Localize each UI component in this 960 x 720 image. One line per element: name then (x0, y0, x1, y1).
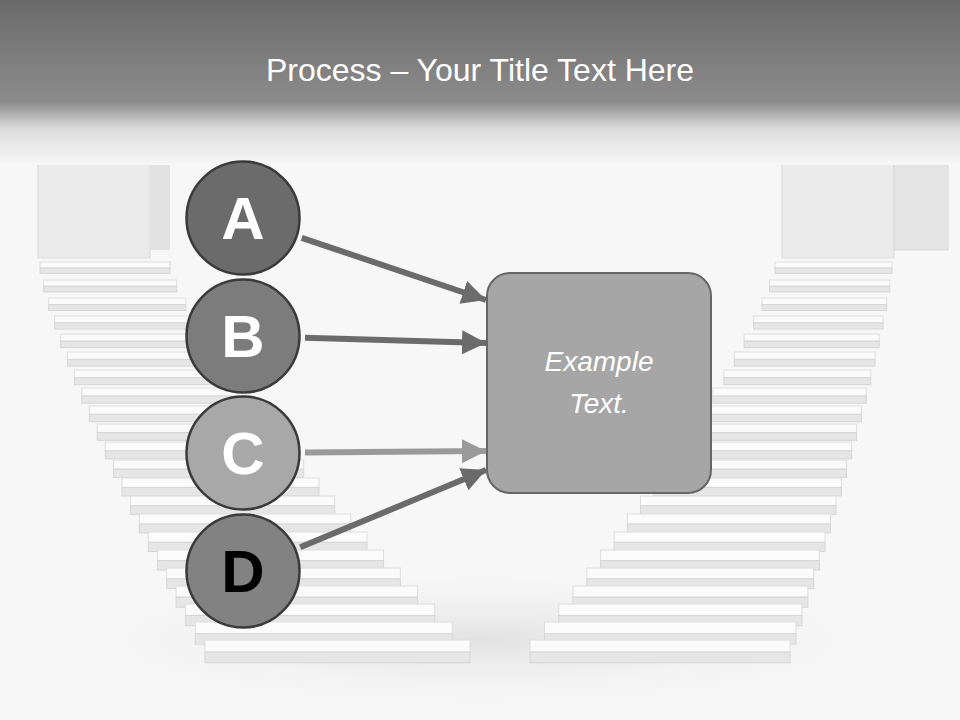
step-top (573, 586, 808, 597)
step-top (544, 622, 796, 634)
step-top (770, 280, 890, 286)
step-top (627, 514, 830, 524)
step-top (734, 352, 875, 359)
stair-step (775, 262, 892, 273)
stair-step (205, 640, 470, 663)
step-letter: B (221, 302, 264, 371)
step-letter: A (221, 184, 264, 253)
stair-step (724, 370, 871, 385)
step-circle: A (185, 160, 301, 276)
stair-step (640, 496, 836, 514)
step-front (775, 268, 892, 273)
step-top (702, 406, 862, 414)
step-top (753, 316, 883, 323)
step-circle: B (185, 278, 301, 394)
step-front (49, 305, 186, 311)
step-top (587, 568, 814, 579)
step-front (205, 652, 470, 663)
step-top (44, 280, 177, 286)
flow-arrow (305, 451, 486, 452)
stair-step (770, 280, 890, 292)
circle-shape (187, 397, 300, 510)
step-front (40, 268, 170, 273)
stair-step (614, 532, 825, 552)
stair-step (530, 640, 790, 663)
header-band (0, 0, 960, 165)
stair-step (713, 388, 866, 403)
step-top (744, 334, 879, 341)
step-top (713, 388, 866, 396)
step-top (614, 532, 825, 542)
step-top (49, 298, 186, 305)
step-front (690, 433, 857, 441)
stair-step (601, 550, 820, 570)
process-box: Example Text. (486, 272, 712, 494)
step-top (640, 496, 836, 506)
step-front (724, 378, 871, 385)
step-top (762, 298, 887, 305)
circle-shape (187, 515, 300, 628)
step-top (40, 262, 170, 268)
step-front (762, 305, 887, 311)
stair-step (753, 316, 883, 329)
step-top (724, 370, 871, 378)
step-top (559, 604, 802, 615)
slide-title: Process – Your Title Text Here (0, 52, 960, 89)
step-letter: C (221, 419, 264, 488)
step-front (702, 414, 862, 421)
circle-shape (187, 280, 300, 393)
flow-arrow (305, 338, 486, 343)
stair-step (690, 424, 857, 440)
step-circle: D (185, 513, 301, 629)
step-front (734, 359, 875, 366)
stair-step (762, 298, 887, 310)
step-front (770, 286, 890, 292)
stair-step (627, 514, 830, 533)
step-top (601, 550, 820, 561)
stair-step (40, 262, 170, 273)
step-front (44, 286, 177, 292)
step-top (205, 640, 470, 652)
stair-step (44, 280, 177, 292)
stair-step (54, 316, 196, 329)
step-top (530, 640, 790, 652)
step-circle: C (185, 395, 301, 511)
step-top (775, 262, 892, 268)
circle-shape (187, 162, 300, 275)
step-front (54, 323, 196, 329)
flow-arrow (300, 470, 486, 547)
step-letter: D (221, 537, 264, 606)
left-stairs (40, 262, 470, 663)
floor-shadow (10, 560, 950, 720)
stair-step (734, 352, 875, 366)
step-front (753, 323, 883, 329)
box-text: Example Text. (524, 341, 674, 425)
step-front (713, 396, 866, 403)
flow-arrow (302, 238, 486, 300)
step-front (640, 506, 836, 515)
stair-step (744, 334, 879, 348)
stair-step (702, 406, 862, 422)
step-top (54, 316, 196, 323)
step-front (744, 341, 879, 347)
stair-step (49, 298, 186, 310)
step-front (530, 652, 790, 663)
step-top (690, 424, 857, 433)
